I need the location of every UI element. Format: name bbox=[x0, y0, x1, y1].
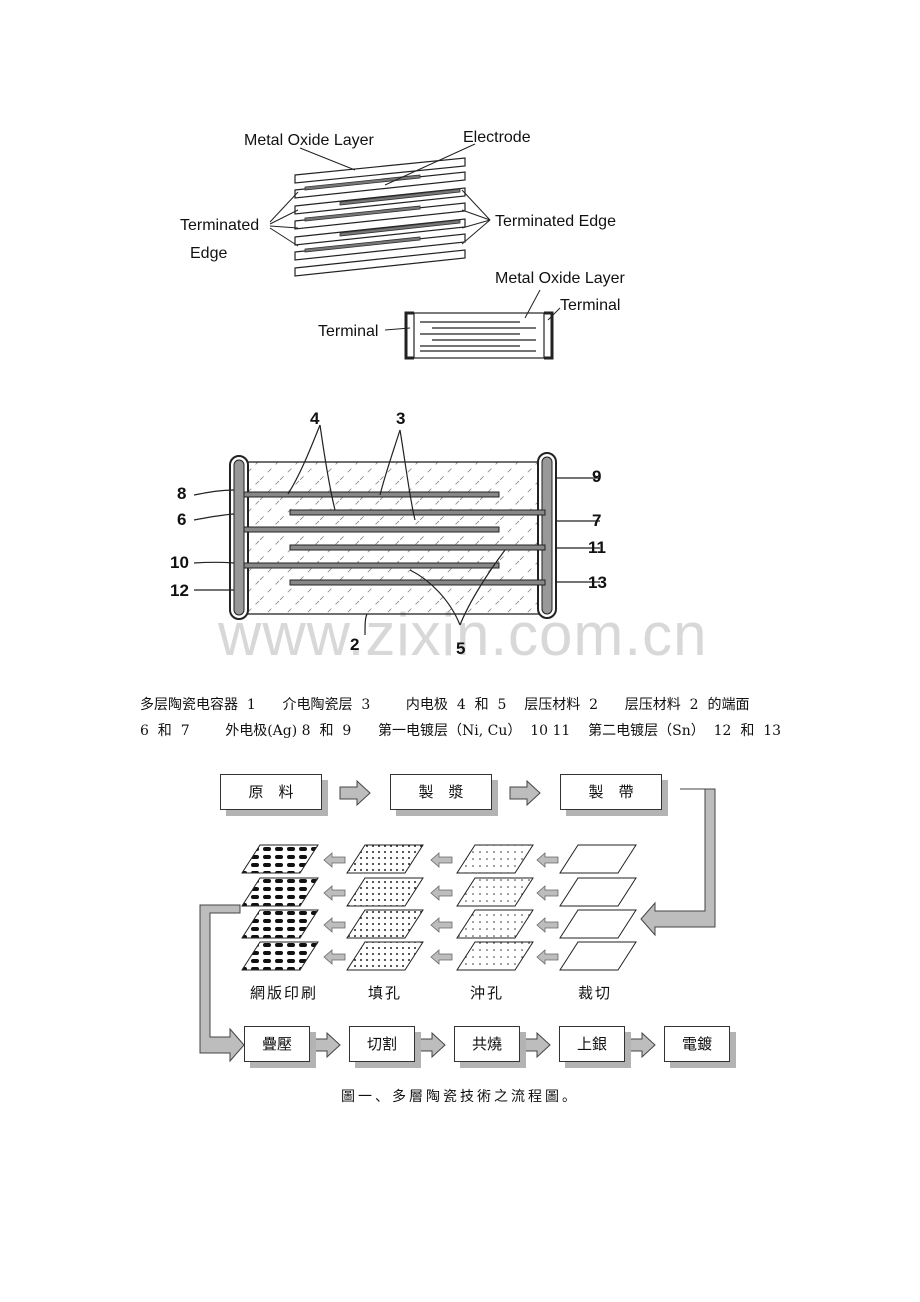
callout-6: 6 bbox=[177, 510, 186, 529]
callout-12: 12 bbox=[170, 581, 189, 600]
callout-4: 4 bbox=[310, 409, 320, 428]
callout-8: 8 bbox=[177, 484, 186, 503]
callout-7: 7 bbox=[592, 511, 601, 530]
flow-step-via-fill: 填孔 bbox=[368, 984, 403, 1002]
flowchart-title: 圖一、多層陶瓷技術之流程圖。 bbox=[341, 1089, 579, 1105]
connector-left bbox=[199, 904, 245, 1063]
connector-right bbox=[640, 788, 716, 937]
flow-step-screen-print: 網版印刷 bbox=[250, 984, 319, 1002]
mlcc-exploded-diagram: Metal Oxide Layer Electrode Terminated E… bbox=[180, 129, 626, 360]
caption-line-1: 多层陶瓷电容器 1 介电陶瓷层 3 内电极 4 和 5 层压材料 2 层压材料 … bbox=[140, 697, 750, 713]
callout-2: 2 bbox=[350, 635, 359, 654]
assembled-capacitor bbox=[404, 311, 554, 360]
flow-step-silver: 上銀 bbox=[559, 1026, 625, 1062]
flow-step-cofire: 共燒 bbox=[454, 1026, 520, 1062]
callout-3: 3 bbox=[396, 409, 405, 428]
flowchart-graphics bbox=[199, 779, 716, 1063]
callout-10: 10 bbox=[170, 553, 189, 572]
label-terminated-left-1: Terminated bbox=[180, 217, 259, 234]
callout-13: 13 bbox=[588, 573, 607, 592]
flow-step-raw-material: 原 料 bbox=[220, 774, 322, 810]
callout-5: 5 bbox=[456, 639, 465, 658]
flow-step-laminate: 疊壓 bbox=[244, 1026, 310, 1062]
label-electrode: Electrode bbox=[463, 129, 531, 146]
electrode-plates bbox=[304, 174, 461, 253]
label-terminated-left-2: Edge bbox=[190, 245, 227, 262]
label-metal-oxide-layer-lower: Metal Oxide Layer bbox=[495, 270, 626, 287]
flow-step-slurry: 製 漿 bbox=[390, 774, 492, 810]
callout-9: 9 bbox=[592, 467, 601, 486]
flow-step-punch: 沖孔 bbox=[470, 984, 505, 1002]
flow-step-plating: 電鍍 bbox=[664, 1026, 730, 1062]
label-metal-oxide-layer-top: Metal Oxide Layer bbox=[244, 132, 375, 149]
flow-step-cut-sheet: 裁切 bbox=[578, 984, 613, 1002]
callout-11: 11 bbox=[588, 538, 606, 557]
flow-step-dice: 切割 bbox=[349, 1026, 415, 1062]
mlcc-cross-section-diagram: 4 3 8 6 10 12 9 7 11 13 2 5 bbox=[170, 409, 607, 658]
caption-line-2: 6 和 7 外电极(Ag) 8 和 9 第一电镀层（Ni, Cu） 10 11 … bbox=[140, 723, 782, 739]
label-terminal-right: Terminal bbox=[560, 297, 620, 314]
label-terminated-edge-right: Terminated Edge bbox=[495, 213, 616, 230]
flow-step-tape: 製 帶 bbox=[560, 774, 662, 810]
label-terminal-left: Terminal bbox=[318, 323, 378, 340]
